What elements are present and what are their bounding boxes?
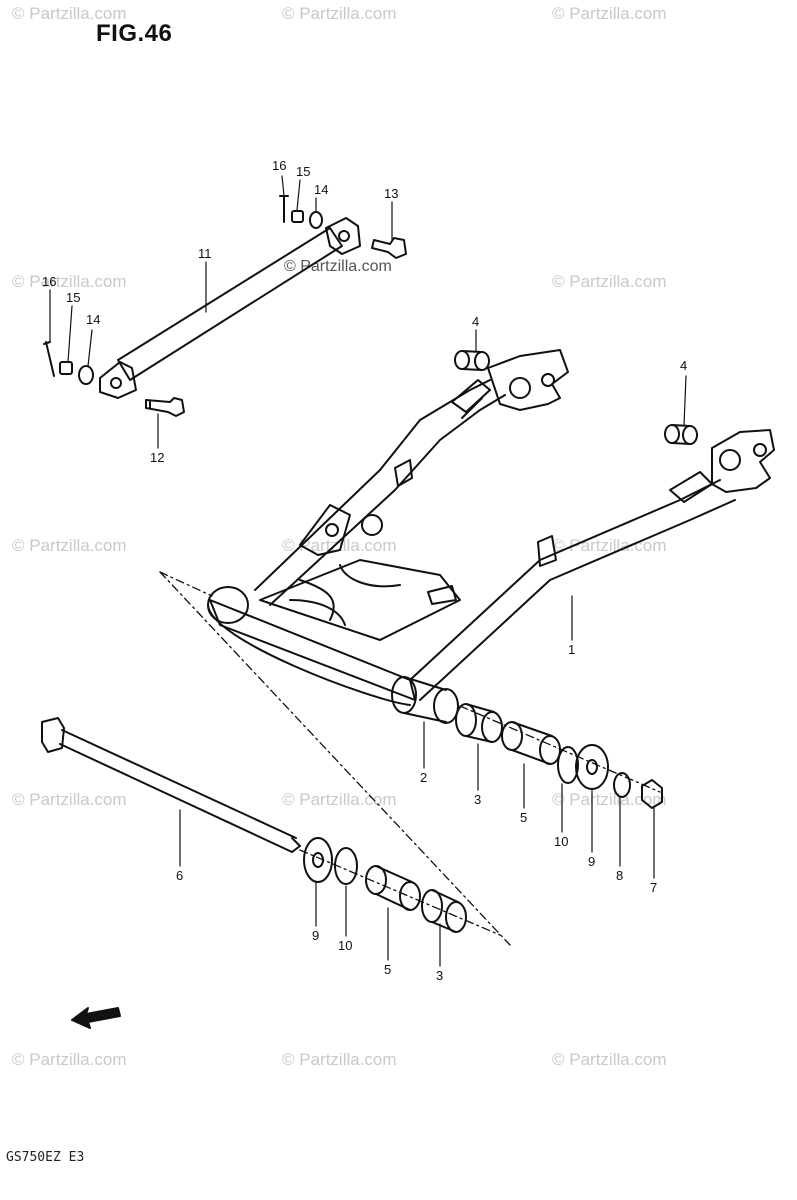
callout-4: 4: [680, 358, 687, 373]
watermark: © Partzilla.com: [552, 4, 667, 23]
figure-title: FIG.46: [96, 20, 173, 47]
callout-15: 15: [296, 164, 310, 179]
watermark: © Partzilla.com: [284, 258, 392, 275]
nut-15: [291, 210, 304, 223]
bolt-12: [145, 397, 185, 417]
callout-13: 13: [384, 186, 398, 201]
leader-lines: [49, 175, 687, 967]
callout-3: 3: [436, 968, 443, 983]
sleeve-5: [365, 865, 421, 911]
seal-10: [334, 847, 358, 885]
front-direction-arrow: [71, 1007, 121, 1029]
callout-16: 16: [42, 274, 56, 289]
seal-10: [557, 746, 579, 784]
callout-14: 14: [314, 182, 328, 197]
callout-5: 5: [384, 962, 391, 977]
bushing-3: [455, 703, 503, 743]
watermark: © Partzilla.com: [12, 4, 127, 23]
washer-8: [613, 772, 631, 798]
callout-6: 6: [176, 868, 183, 883]
callout-16: 16: [272, 158, 286, 173]
washer-14: [309, 211, 323, 229]
callout-4: 4: [472, 314, 479, 329]
cotter-pin-16: [279, 195, 289, 223]
callout-11: 11: [198, 246, 212, 261]
watermark: © Partzilla.com: [12, 1050, 127, 1069]
watermark: © Partzilla.com: [552, 790, 667, 809]
callout-labels: 16 15 14 13 11 16 15 14 12 4 4 1 2 3 5 1…: [42, 158, 687, 983]
pivot-shaft-6: [41, 717, 301, 853]
callout-7: 7: [650, 880, 657, 895]
washer-9: [303, 837, 333, 883]
watermark: © Partzilla.com: [552, 272, 667, 291]
nut-7: [641, 779, 663, 809]
callout-5: 5: [520, 810, 527, 825]
watermark: © Partzilla.com: [552, 536, 667, 555]
nut-15: [59, 361, 73, 375]
watermark: © Partzilla.com: [12, 536, 127, 555]
callout-12: 12: [150, 450, 164, 465]
watermark: © Partzilla.com: [282, 1050, 397, 1069]
watermark: © Partzilla.com: [12, 790, 127, 809]
cotter-pin-16: [43, 341, 55, 377]
torque-link-rod: [99, 217, 361, 399]
callout-14: 14: [86, 312, 100, 327]
watermark: © Partzilla.com: [282, 4, 397, 23]
callout-10: 10: [554, 834, 568, 849]
bushing-4: [664, 424, 698, 445]
sleeve-5: [501, 721, 561, 765]
bushing-3: [421, 889, 467, 933]
callout-3: 3: [474, 792, 481, 807]
washer-14: [78, 365, 94, 385]
callout-8: 8: [616, 868, 623, 883]
spacer-2: [391, 676, 459, 724]
callout-9: 9: [588, 854, 595, 869]
callout-9: 9: [312, 928, 319, 943]
model-code: GS750EZ E3: [6, 1150, 85, 1165]
watermark: © Partzilla.com: [12, 272, 127, 291]
watermark: © Partzilla.com: [552, 1050, 667, 1069]
bushing-4: [454, 350, 490, 371]
washer-9: [575, 744, 609, 790]
swing-arm: [207, 349, 775, 706]
callout-1: 1: [568, 642, 575, 657]
callout-10: 10: [338, 938, 352, 953]
callout-15: 15: [66, 290, 80, 305]
assembly-guide-lines: [159, 571, 661, 946]
bolt-13: [371, 237, 407, 259]
watermark: © Partzilla.com: [282, 790, 397, 809]
callout-2: 2: [420, 770, 427, 785]
